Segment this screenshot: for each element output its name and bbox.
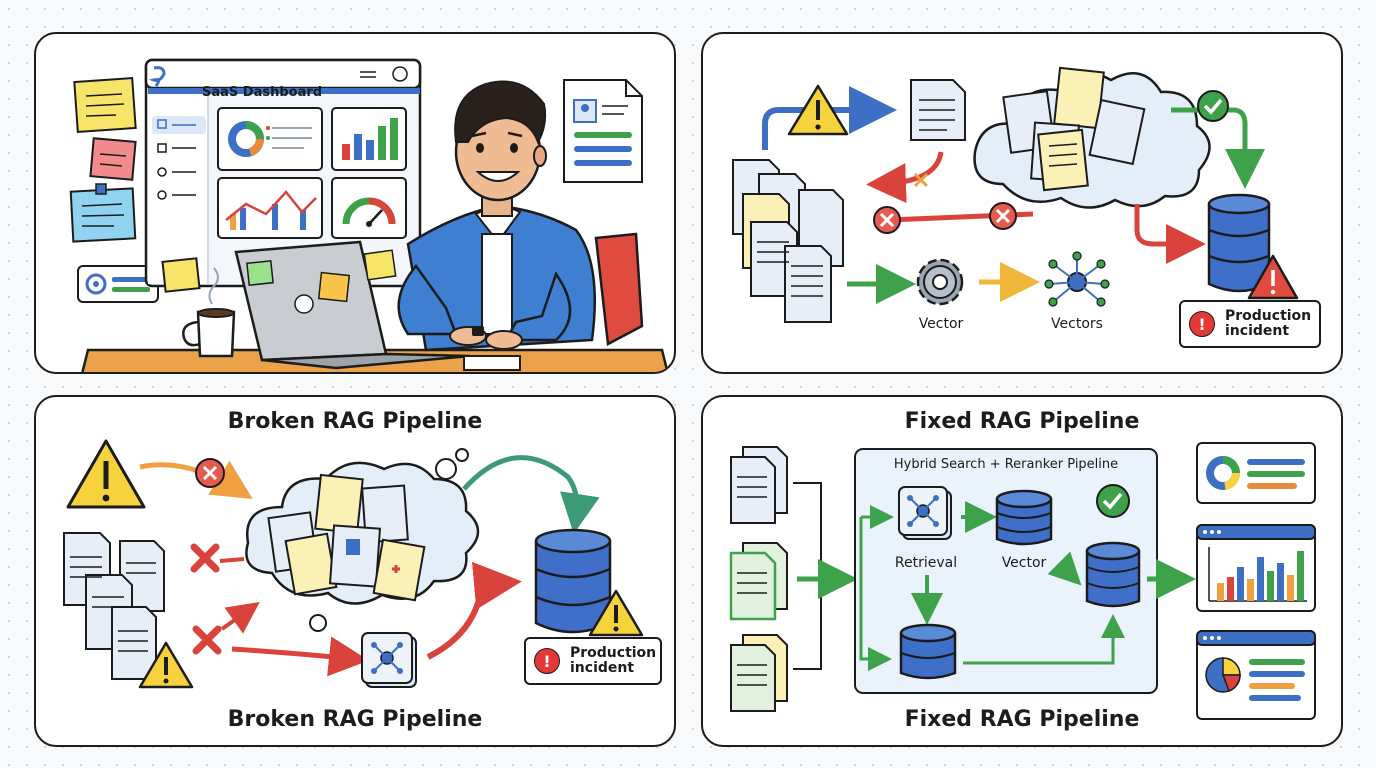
production-incident-callout: ! Production incident xyxy=(524,637,662,685)
users-icon xyxy=(157,167,167,177)
output-card-donut xyxy=(1196,442,1316,504)
avatar-icon xyxy=(392,66,408,82)
x-mark-icon xyxy=(192,625,222,655)
incident-line-1: Production xyxy=(1225,308,1312,324)
document-stack-yellow xyxy=(730,634,788,712)
vector-label: Vector xyxy=(918,316,964,332)
document-stack xyxy=(732,159,844,323)
warning-icon xyxy=(138,641,194,689)
database-icon xyxy=(534,528,612,634)
fixed-pipeline-panel: Fixed RAG Pipeline xyxy=(701,395,1343,747)
gear-icon xyxy=(916,258,964,306)
x-mark-icon xyxy=(873,206,901,234)
x-mark-icon xyxy=(195,458,225,488)
warning-icon xyxy=(787,84,849,136)
sticky-note-blue xyxy=(69,183,137,243)
network-node-icon xyxy=(361,632,417,688)
production-incident-callout: ! Production incident xyxy=(1179,300,1321,348)
coffee-mug xyxy=(182,267,236,358)
retrieval-icon xyxy=(898,486,952,540)
incident-line-1: Production xyxy=(570,645,657,661)
warning-icon xyxy=(1247,254,1299,300)
warning-icon xyxy=(66,439,146,509)
logo-icon xyxy=(148,66,166,87)
laptop xyxy=(234,240,471,370)
cloud-documents xyxy=(1002,66,1146,192)
dashboard-title: SaaS Dashboard xyxy=(202,85,323,100)
alert-icon: ! xyxy=(1189,311,1215,337)
notepad xyxy=(463,355,521,371)
hybrid-search-box-title: Hybrid Search + Reranker Pipeline xyxy=(893,457,1119,472)
broken-pipeline-title-bottom: Broken RAG Pipeline xyxy=(227,707,483,732)
incident-line-2: incident xyxy=(1225,323,1290,339)
keyword-database-icon xyxy=(899,623,957,680)
sticky-note-yellow xyxy=(73,76,137,134)
broken-pipeline-diagram xyxy=(63,439,644,689)
developer-scene xyxy=(69,58,669,372)
chair xyxy=(594,232,644,346)
document-stack-blue xyxy=(730,446,788,524)
alert-icon: ! xyxy=(534,648,560,674)
output-card-pie xyxy=(1196,630,1316,720)
home-icon xyxy=(157,119,167,129)
settings-icon xyxy=(157,190,167,200)
retrieval-label: Retrieval xyxy=(894,555,958,571)
check-icon xyxy=(1197,90,1229,122)
fixed-pipeline-diagram xyxy=(729,442,1316,720)
check-icon xyxy=(1096,484,1130,518)
fixed-pipeline-title-bottom: Fixed RAG Pipeline xyxy=(904,707,1140,732)
incident-line-2: incident xyxy=(570,660,635,676)
x-mark-icon xyxy=(989,202,1017,230)
x-mark-icon xyxy=(190,543,220,573)
messy-pipeline-panel: Vector Vectors ! Production incident xyxy=(701,32,1343,374)
document-stack xyxy=(63,532,165,680)
document-stack-green xyxy=(729,542,788,621)
reranker-database-icon xyxy=(1085,541,1141,608)
fixed-pipeline-title-top: Fixed RAG Pipeline xyxy=(904,409,1140,434)
settings-card xyxy=(77,265,159,303)
dashboard-window xyxy=(144,58,422,288)
broken-pipeline-title-top: Broken RAG Pipeline xyxy=(227,409,483,434)
developer-person xyxy=(397,80,597,352)
profile-document xyxy=(563,79,643,183)
warning-icon xyxy=(588,589,644,637)
cloud-documents xyxy=(267,473,426,602)
vector-database-icon xyxy=(995,489,1053,546)
laptop-logo-icon xyxy=(294,294,314,314)
vector-network-icon xyxy=(1044,251,1110,307)
vectors-label: Vectors xyxy=(1051,316,1103,332)
sticky-note-small xyxy=(161,257,201,293)
vector-label: Vector xyxy=(1001,555,1047,571)
messy-pipeline-diagram xyxy=(732,66,1299,323)
sticky-note-pink xyxy=(89,137,137,181)
output-card-bar-chart xyxy=(1196,524,1316,612)
document-icon xyxy=(910,79,966,141)
developer-panel: SaaS Dashboard xyxy=(34,32,676,374)
broken-pipeline-panel: Broken RAG Pipeline xyxy=(34,395,676,747)
